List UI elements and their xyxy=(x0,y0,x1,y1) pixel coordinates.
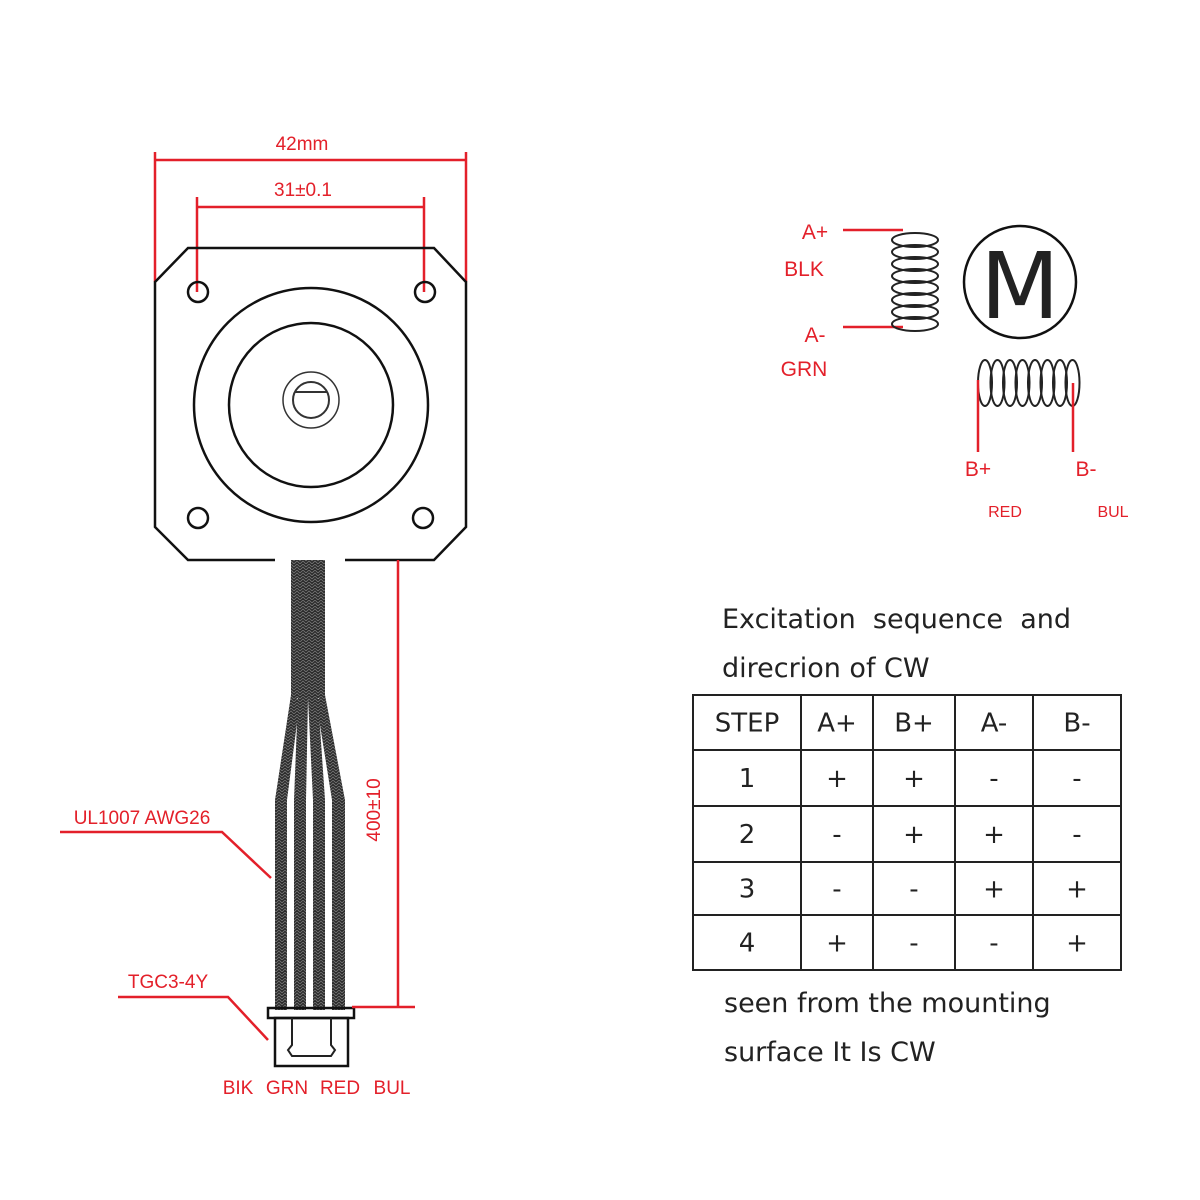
table-cell: - xyxy=(1072,764,1081,794)
a-plus-color-label: BLK xyxy=(784,258,824,281)
coil-b xyxy=(977,359,1081,407)
table-header-cell: A+ xyxy=(817,709,857,739)
coil-turn xyxy=(1014,359,1031,407)
table-cell: + xyxy=(1066,875,1088,905)
coil-a xyxy=(891,232,939,332)
wire-label: BIK xyxy=(223,1078,254,1099)
table-border xyxy=(692,694,1122,971)
coil-turn xyxy=(891,244,939,260)
hole-spacing-dimension: 31±0.1 xyxy=(195,180,426,292)
mount-hole xyxy=(413,280,437,304)
table-cell: + xyxy=(983,875,1005,905)
excitation-sequence-table: STEP A+ B+ A- B- 1 + + - - 2 - + + - 3 - - + +4 + - - + xyxy=(692,694,1122,971)
wiring-schematic: A+ BLK A- GRN M B+ B- RED BUL xyxy=(781,221,1129,521)
b-minus-color-label: BUL xyxy=(1097,504,1128,521)
table-cell: + xyxy=(983,820,1005,850)
table-cell: + xyxy=(903,820,925,850)
table-cell: - xyxy=(832,820,841,850)
mount-hole xyxy=(186,280,210,304)
mount-hole xyxy=(186,506,210,530)
width-label: 42mm xyxy=(276,134,329,155)
sequence-title-line1: Excitation sequence and xyxy=(722,604,1071,635)
table-cell: + xyxy=(826,929,848,959)
boss-ring xyxy=(227,321,395,489)
sequence-note-line1: seen from the mounting xyxy=(724,988,1051,1019)
table-header-cell: A- xyxy=(981,709,1008,739)
wire-green xyxy=(294,698,308,1010)
coil-turn xyxy=(891,292,939,308)
hole-spacing-label: 31±0.1 xyxy=(274,180,332,201)
table-header-cell: B+ xyxy=(894,709,934,739)
table-cell: + xyxy=(826,764,848,794)
connector-label: TGC3-4Y xyxy=(128,972,209,993)
table-header-cell: STEP xyxy=(715,709,780,739)
coil-turn xyxy=(891,268,939,284)
coil-turn xyxy=(891,304,939,320)
cable-length-label: 400±10 xyxy=(364,778,385,841)
b-plus-label: B+ xyxy=(965,458,991,481)
wire-blue xyxy=(316,695,345,1010)
sequence-title-line2: direcrion of CW xyxy=(722,653,930,684)
table-cell: + xyxy=(1066,929,1088,959)
a-minus-label: A- xyxy=(805,324,826,347)
motor-symbol-letter: M xyxy=(980,233,1059,340)
table-cell: - xyxy=(1072,820,1081,850)
motor-symbol-circle xyxy=(962,224,1078,340)
flange-ring xyxy=(192,286,430,524)
coil-turn xyxy=(891,232,939,248)
width-dimension: 42mm xyxy=(153,134,468,282)
table-cell: 4 xyxy=(739,929,756,959)
wire-spec-callout: UL1007 AWG26 xyxy=(60,808,272,879)
sequence-note-line2: surface It Is CW xyxy=(724,1037,936,1068)
table-cell: 1 xyxy=(739,764,756,794)
b-minus-label: B- xyxy=(1076,458,1097,481)
table-cell: - xyxy=(909,929,918,959)
table-cell: - xyxy=(832,875,841,905)
wire-spec-label: UL1007 AWG26 xyxy=(74,808,211,829)
a-plus-label: A+ xyxy=(802,221,828,244)
cable xyxy=(275,560,345,1010)
coil-turn xyxy=(891,280,939,296)
b-plus-color-label: RED xyxy=(988,504,1022,521)
table-cell: - xyxy=(989,764,998,794)
coil-turn xyxy=(1002,359,1018,407)
wire-label: RED xyxy=(320,1078,360,1099)
wire-red xyxy=(308,698,325,1010)
table-cell: - xyxy=(989,929,998,959)
cable-length-dimension: 400±10 xyxy=(352,560,415,1009)
shaft xyxy=(292,381,330,419)
coil-turn xyxy=(989,359,1006,407)
wire-label: GRN xyxy=(266,1078,308,1099)
table-header-cell: B- xyxy=(1063,709,1090,739)
coil-turn xyxy=(1052,359,1068,407)
connector xyxy=(266,1006,356,1068)
table-cell: - xyxy=(909,875,918,905)
coil-turn xyxy=(1039,359,1056,407)
shaft-outer xyxy=(282,371,340,429)
coil-turn xyxy=(891,316,939,332)
wire-label: BUL xyxy=(374,1078,411,1099)
motor-face xyxy=(153,246,468,562)
coil-turn xyxy=(1027,359,1043,407)
coil-turn xyxy=(891,256,939,272)
table-cell: + xyxy=(903,764,925,794)
mount-hole xyxy=(411,506,435,530)
wire-black xyxy=(275,695,300,1010)
table-cell: 2 xyxy=(739,820,756,850)
a-minus-color-label: GRN xyxy=(781,358,828,381)
table-cell: 3 xyxy=(739,875,756,905)
connector-wire-labels: BIK GRN RED BUL xyxy=(223,1078,411,1099)
connector-callout: TGC3-4Y xyxy=(118,972,269,1041)
